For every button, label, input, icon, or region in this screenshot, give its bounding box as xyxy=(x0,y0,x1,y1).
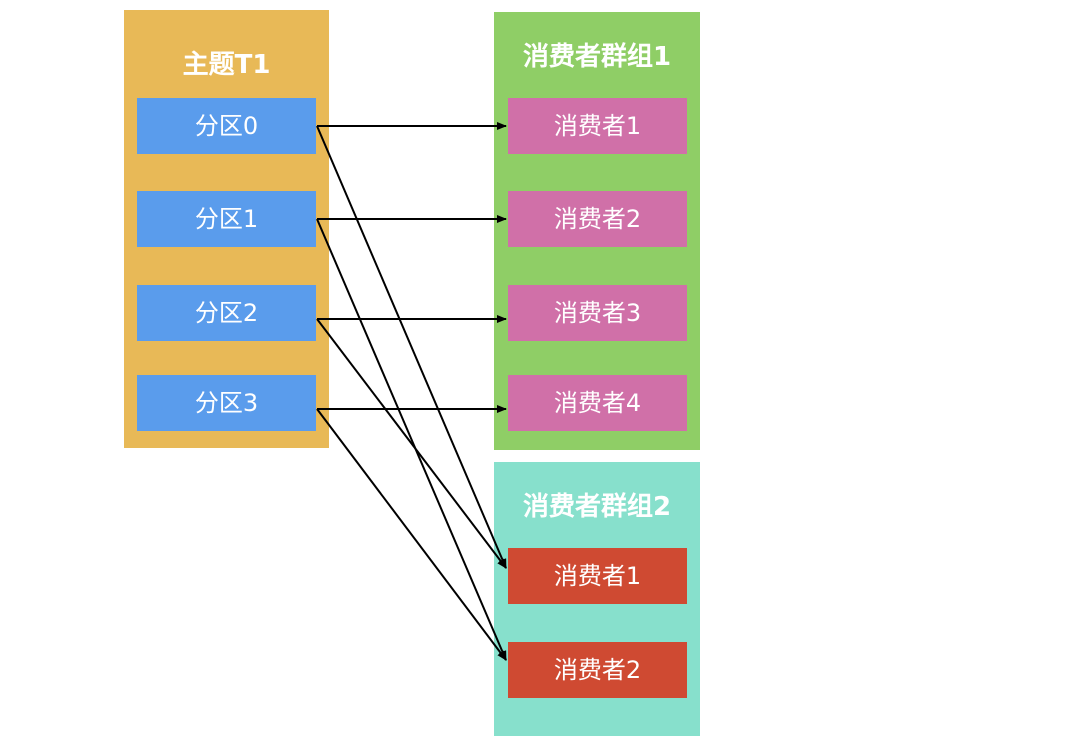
arrow-p2-g2c1 xyxy=(316,318,507,569)
group2-consumer-1: 消费者1 xyxy=(508,548,687,604)
partition-1: 分区1 xyxy=(137,191,316,247)
arrow-p1-g2c2 xyxy=(316,218,507,661)
consumer-group-1-title: 消费者群组1 xyxy=(522,42,672,72)
arrow-p3-g2c2 xyxy=(316,408,507,661)
group1-consumer-1: 消费者1 xyxy=(508,98,687,154)
group1-consumer-2: 消费者2 xyxy=(508,191,687,247)
topic-title: 主题T1 xyxy=(182,50,271,80)
consumer-group-2-title: 消费者群组2 xyxy=(522,492,672,522)
partition-0: 分区0 xyxy=(137,98,316,154)
group2-consumer-2: 消费者2 xyxy=(508,642,687,698)
partition-3: 分区3 xyxy=(137,375,316,431)
group1-consumer-3: 消费者3 xyxy=(508,285,687,341)
group1-consumer-4: 消费者4 xyxy=(508,375,687,431)
arrow-p0-g2c1 xyxy=(316,125,507,569)
partition-2: 分区2 xyxy=(137,285,316,341)
